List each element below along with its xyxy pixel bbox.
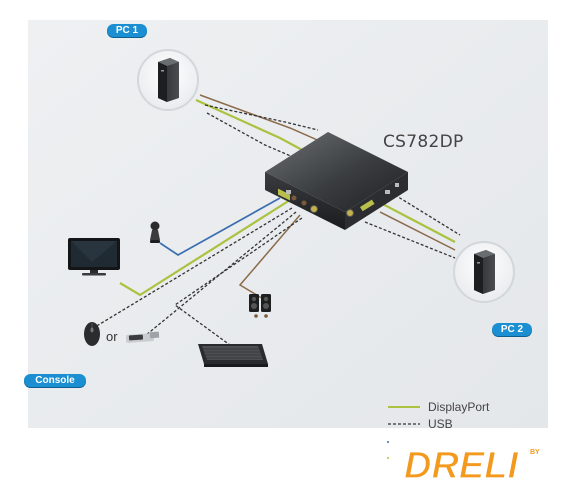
keyboard-icon [198, 344, 268, 367]
usb-stick-icon [125, 331, 160, 343]
monitor-icon [68, 238, 120, 276]
device-model-label: CS782DP [383, 132, 464, 152]
pc2-cables [364, 194, 461, 259]
background-panel [28, 20, 548, 428]
speakers-icon [249, 294, 271, 318]
kvm-switch-icon [265, 132, 408, 230]
legend-usb-text: USB [428, 417, 453, 431]
logo-superscript: BY [530, 449, 540, 456]
logo-wordmark: DRELI [404, 445, 519, 487]
mouse-icon [84, 322, 100, 346]
dreli-logo: DRELI BY [403, 444, 540, 487]
pc-tower-icon [158, 58, 179, 102]
pc1-node [137, 49, 199, 111]
microphone-icon [150, 221, 160, 243]
or-label: or [106, 329, 118, 344]
console-label: Console [24, 374, 86, 387]
pc-tower-icon [474, 250, 495, 294]
pc2-node [453, 241, 515, 303]
pc1-label: PC 1 [107, 24, 147, 37]
legend-displayport-text: DisplayPort [428, 400, 490, 414]
pc2-label: PC 2 [492, 323, 532, 336]
console-cables [89, 197, 303, 346]
legend [387, 406, 420, 459]
